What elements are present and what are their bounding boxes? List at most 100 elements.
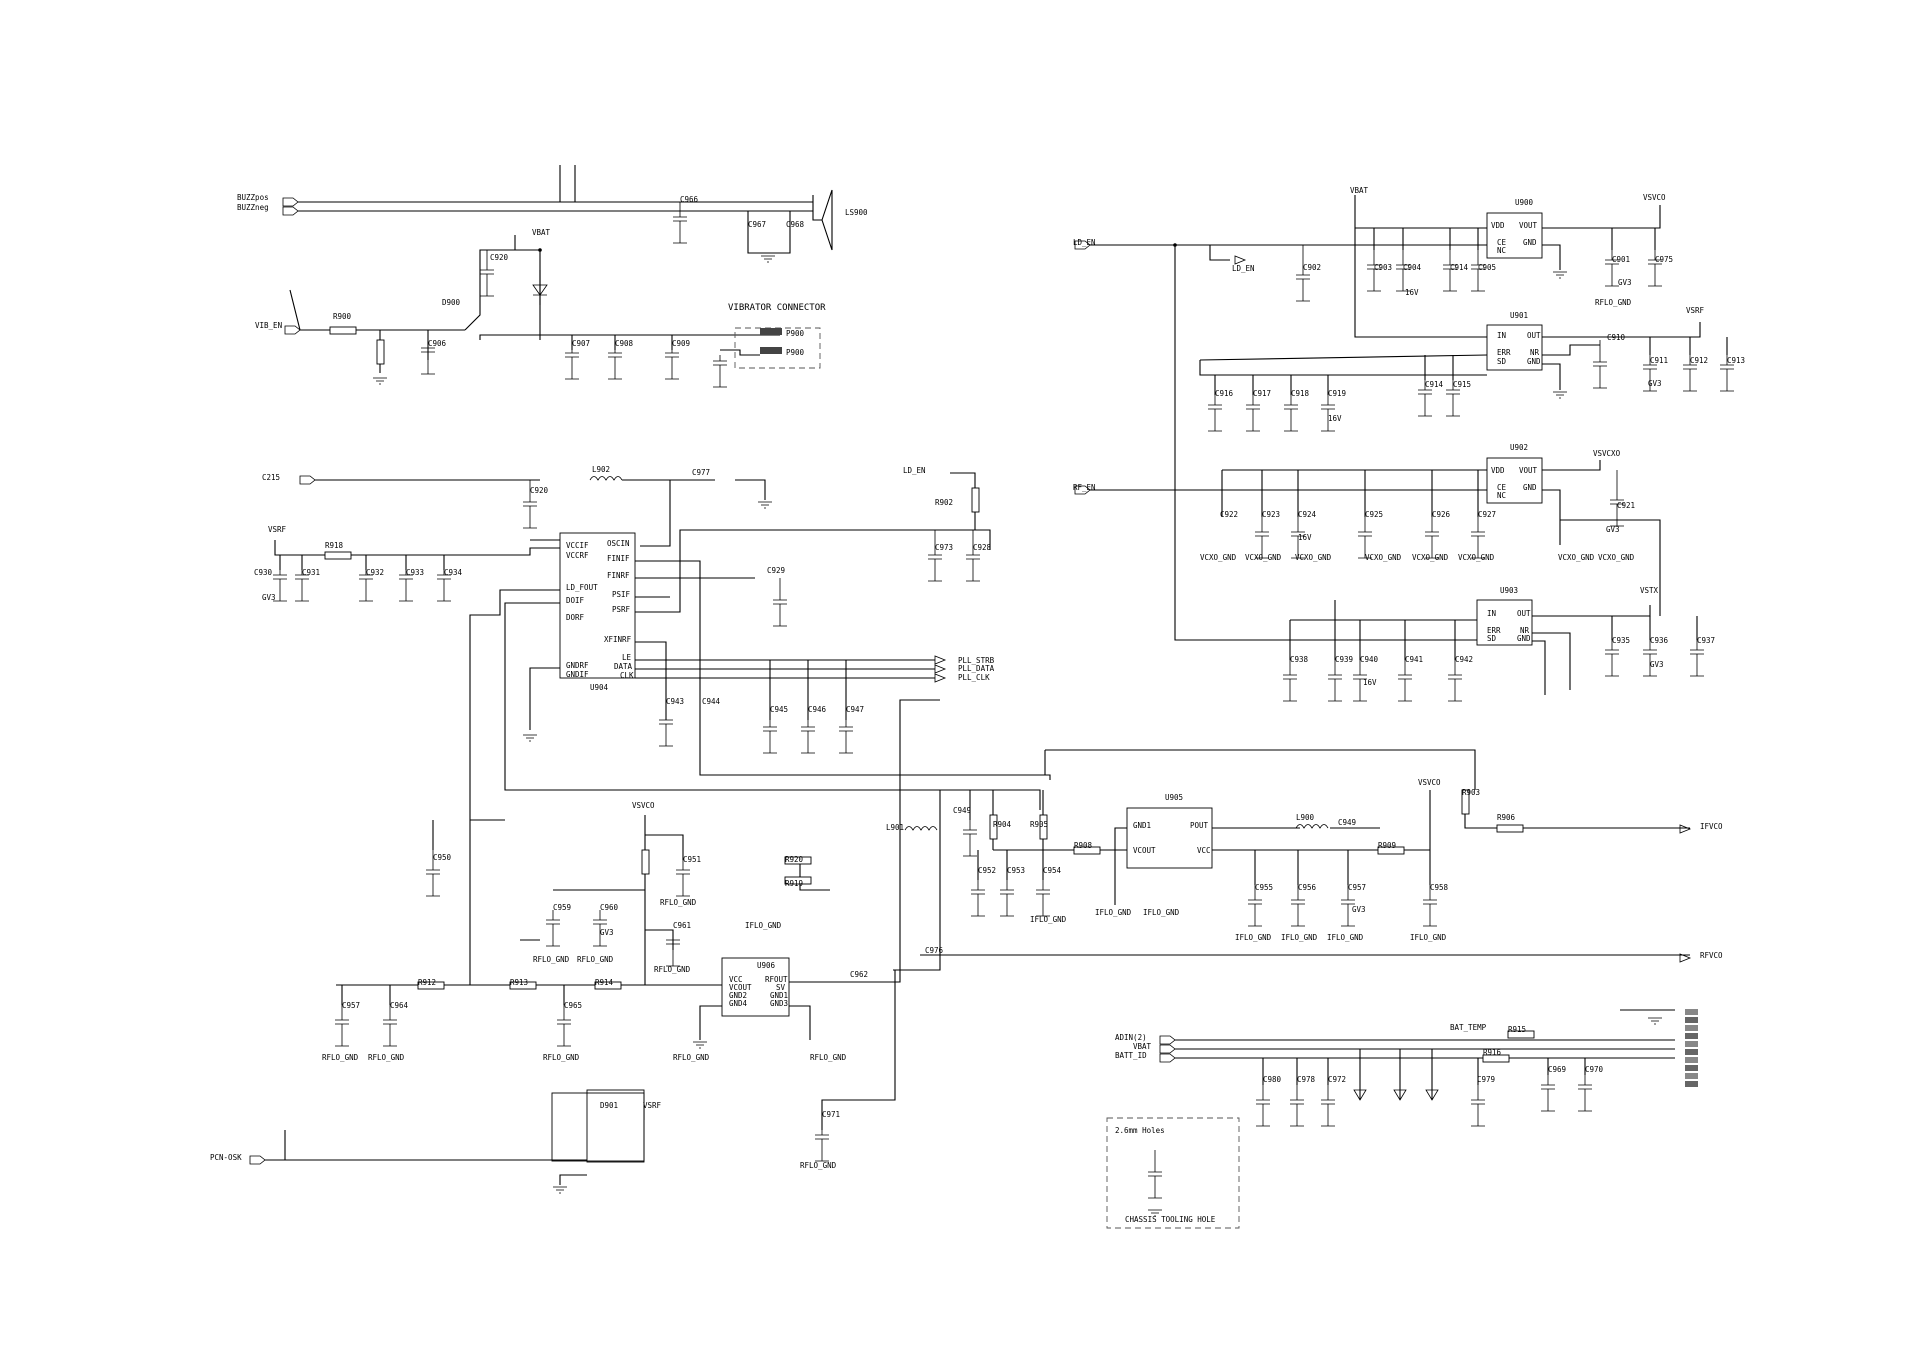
- wire: [1560, 519, 1661, 616]
- label-vbat3: VBAT: [1133, 1042, 1152, 1051]
- label-r908: R908: [1074, 841, 1093, 850]
- capacitor-symbol: [963, 820, 977, 857]
- connector-pin: [1685, 1017, 1698, 1023]
- ic-u905: [1126, 807, 1213, 869]
- wire: [479, 334, 780, 340]
- port-symbol: [1679, 824, 1692, 834]
- port-symbol: [282, 197, 299, 207]
- capacitor-symbol: [1418, 380, 1432, 417]
- port-symbol: [934, 664, 947, 674]
- wire: [940, 789, 1041, 810]
- label-vcxo-gnd-7: VCXO_GND: [1558, 553, 1595, 562]
- label-xfinrf: XFINRF: [604, 635, 632, 644]
- components: [249, 197, 1734, 1217]
- label-out-u903: OUT: [1517, 609, 1531, 618]
- capacitor-symbol: [399, 565, 413, 602]
- label-vsvco2: VSVCO: [632, 801, 655, 810]
- resistor-symbol: [1461, 789, 1470, 815]
- label-c903: C903: [1374, 263, 1392, 272]
- diode-symbol: [1393, 1089, 1407, 1101]
- label-ld-en-left: LD_EN: [903, 466, 926, 475]
- resistor-symbol: [594, 981, 622, 990]
- label-ifvco: IFVCO: [1700, 822, 1723, 831]
- label-c965: C965: [564, 1001, 582, 1010]
- label-c943: C943: [666, 697, 684, 706]
- label-rflo-gnd-10: RFLO_GND: [810, 1053, 847, 1062]
- label-rflo-gnd-8: RFLO_GND: [543, 1053, 580, 1062]
- label-nr-u901: NR: [1530, 348, 1540, 357]
- capacitor-symbol: [1290, 1085, 1304, 1127]
- pad-p900-a: [760, 328, 782, 335]
- label-c914b: C914: [1425, 380, 1444, 389]
- capacitor-symbol: [1208, 395, 1222, 432]
- label-gv3-7: GV3: [1352, 905, 1366, 914]
- label-c936: C936: [1650, 636, 1669, 645]
- label-c904: C904: [1403, 263, 1422, 272]
- label-ce2: CE: [1497, 483, 1507, 492]
- resistor-symbol: [509, 981, 537, 990]
- capacitor-symbol: [1246, 395, 1260, 432]
- label-c921: C921: [1617, 501, 1635, 510]
- label-r919: R919: [785, 879, 803, 888]
- resistor-symbol: [1073, 846, 1101, 855]
- label-vibrator-connector: VIBRATOR CONNECTOR: [728, 303, 826, 313]
- label-vcxo-gnd-3: VCXO_GND: [1295, 553, 1332, 562]
- wire: [640, 480, 671, 547]
- label-r902: R902: [935, 498, 953, 507]
- wire: [1199, 360, 1487, 376]
- capacitor-symbol: [1605, 250, 1619, 287]
- label-c934: C934: [444, 568, 463, 577]
- speaker-ls900: [812, 189, 833, 251]
- capacitor-symbol: [565, 345, 579, 380]
- wire: [1045, 749, 1476, 790]
- label-clk: CLK: [620, 671, 634, 680]
- label-u905: U905: [1165, 793, 1183, 802]
- label-u904: U904: [590, 683, 609, 692]
- capacitor-symbol: [1321, 395, 1335, 432]
- label-c957: C957: [342, 1001, 360, 1010]
- label-gnd-u903: GND: [1517, 634, 1531, 643]
- label-vdd: VDD: [1491, 221, 1505, 230]
- capacitor-symbol: [665, 345, 679, 380]
- label-c951: C951: [683, 855, 701, 864]
- label-c955: C955: [1255, 883, 1273, 892]
- capacitor-symbol: [1358, 517, 1372, 559]
- wire: [529, 667, 560, 730]
- resistor-symbol: [1377, 846, 1405, 855]
- ground-symbol: [1148, 1209, 1162, 1217]
- label-vcxo-gnd-2: VCXO_GND: [1245, 553, 1282, 562]
- label-vcxo-gnd-4: VCXO_GND: [1365, 553, 1402, 562]
- capacitor-symbol: [971, 880, 985, 917]
- resistor-symbol: [1507, 1030, 1535, 1039]
- label-gnd1: GND1: [770, 991, 788, 1000]
- connector-pin: [1685, 1073, 1698, 1079]
- capacitor-symbol: [608, 345, 622, 380]
- label-vccif: VCCIF: [566, 541, 589, 550]
- wire: [799, 860, 830, 891]
- capacitor-symbol: [1283, 660, 1297, 702]
- label-gndif: GNDIF: [566, 670, 589, 679]
- label-pll-data: PLL_DATA: [958, 664, 995, 673]
- wire: [1542, 205, 1661, 229]
- wire: [635, 529, 991, 613]
- capacitor-symbol: [1367, 250, 1381, 292]
- wire: [720, 349, 760, 356]
- capacitor-symbol: [1255, 517, 1269, 559]
- label-nc: NC: [1497, 246, 1506, 255]
- label-vcxo-gnd-5: VCXO_GND: [1412, 553, 1449, 562]
- label-rflo-gnd-11: RFLO_GND: [800, 1161, 837, 1170]
- label-err-u903: ERR: [1487, 626, 1501, 635]
- label-c944: C944: [702, 697, 721, 706]
- capacitor-symbol: [1448, 660, 1462, 702]
- connector-pin: [1685, 1057, 1698, 1063]
- label-vib-en: VIB_EN: [255, 321, 282, 330]
- label-sv: SV: [776, 983, 786, 992]
- port-symbol: [1074, 485, 1091, 495]
- wire: [469, 820, 520, 986]
- label-c920: C920: [490, 253, 509, 262]
- wire: [1464, 790, 1690, 829]
- resistor-symbol: [971, 487, 980, 513]
- label-err-u901: ERR: [1497, 348, 1511, 357]
- connector-pin: [1685, 1049, 1698, 1055]
- inductor-symbol: [904, 826, 938, 831]
